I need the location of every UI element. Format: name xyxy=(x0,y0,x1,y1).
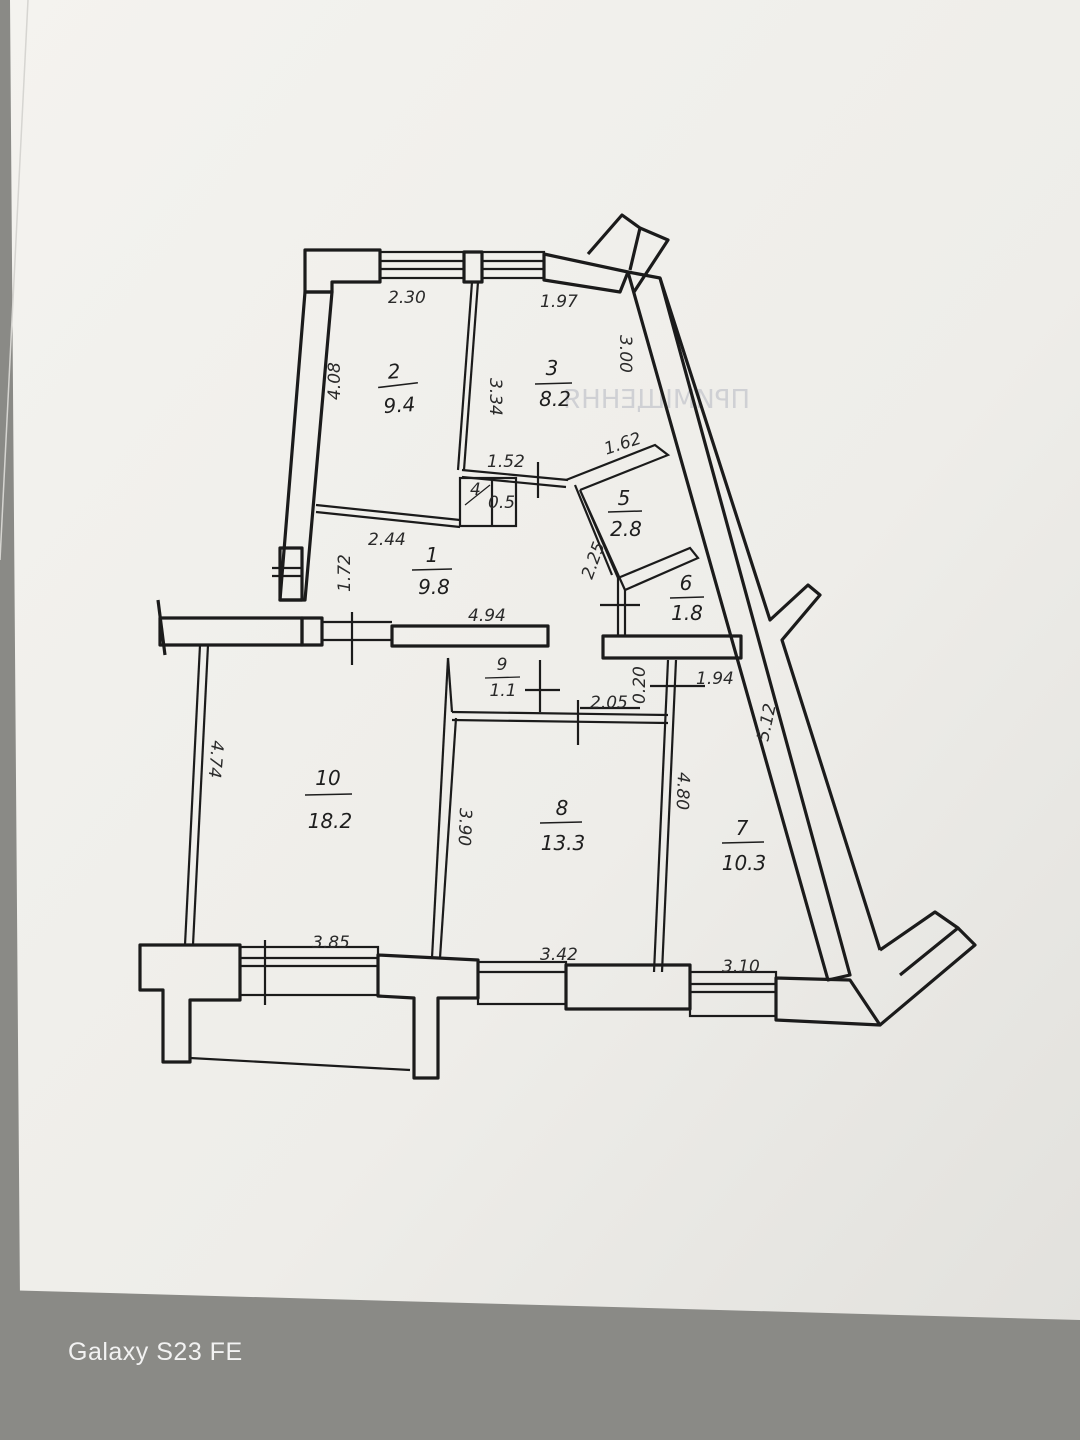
room-3-label: 3 8.2 xyxy=(534,356,573,411)
dim-room1-top: 2.44 xyxy=(368,530,406,550)
paper-fold-line xyxy=(0,0,29,561)
svg-text:4: 4 xyxy=(470,480,481,500)
camera-watermark: Galaxy S23 FE xyxy=(68,1338,243,1366)
floor-plan xyxy=(138,213,977,1080)
wall-room9-left xyxy=(446,657,454,713)
dim-room3-left: 3.34 xyxy=(485,378,505,416)
wall-left-pier xyxy=(278,546,304,602)
svg-text:1.8: 1.8 xyxy=(671,601,703,625)
svg-text:1.1: 1.1 xyxy=(489,681,516,701)
room-8-label: 8 13.3 xyxy=(539,796,586,855)
svg-text:18.2: 18.2 xyxy=(308,809,353,833)
balcony-line xyxy=(189,1056,411,1072)
dim-room3-right: 3.00 xyxy=(615,335,635,373)
svg-text:2.8: 2.8 xyxy=(610,517,642,541)
wall-left-upper xyxy=(278,290,334,602)
wall-right-corner xyxy=(879,910,960,977)
wall-stub-top xyxy=(586,213,642,271)
svg-text:10: 10 xyxy=(315,766,340,790)
svg-text:9.8: 9.8 xyxy=(418,575,450,599)
svg-text:10.3: 10.3 xyxy=(722,851,767,875)
wall-room3-bottom xyxy=(461,468,569,482)
wall-diagonal-outer xyxy=(658,277,882,951)
wall-mid-center xyxy=(390,624,550,648)
dim-room1-bottom: 4.94 xyxy=(468,606,506,626)
room-6-label: 6 1.8 xyxy=(669,571,705,625)
svg-text:1: 1 xyxy=(426,543,439,567)
dim-room2-width: 2.30 xyxy=(388,288,426,308)
svg-text:9.4: 9.4 xyxy=(383,392,416,418)
svg-text:13.3: 13.3 xyxy=(541,831,586,855)
dim-room10-width: 3.85 xyxy=(312,933,350,953)
dim-room7-width: 3.10 xyxy=(722,957,760,977)
svg-text:8: 8 xyxy=(556,796,569,820)
room-10-label: 10 18.2 xyxy=(304,766,353,833)
wall-top-right xyxy=(542,252,630,294)
dim-room3-width: 1.97 xyxy=(540,292,578,312)
wall-room2-bottom xyxy=(315,503,461,522)
wall-room2-room3 xyxy=(456,281,474,471)
room-2-label: 2 9.4 xyxy=(378,359,418,418)
svg-text:2: 2 xyxy=(387,359,401,384)
room-5-label: 5 2.8 xyxy=(607,486,643,541)
room-1-label: 1 9.8 xyxy=(411,543,453,599)
dim-room3-bottom: 1.52 xyxy=(487,452,525,472)
svg-text:3: 3 xyxy=(546,356,559,380)
wall-room10-room8 xyxy=(430,657,450,959)
svg-text:8.2: 8.2 xyxy=(539,387,571,411)
room-labels: 2 9.4 3 8.2 4 0.5 5 2.8 6 1.8 1 9.8 xyxy=(304,356,767,875)
wall-left-stub-end xyxy=(156,599,167,656)
dim-room9-width: 2.05 xyxy=(590,693,628,713)
dim-room7-left: 4.80 xyxy=(672,772,693,811)
svg-text:5: 5 xyxy=(618,486,631,510)
wall-diagonal-right xyxy=(626,270,852,982)
wall-room5 xyxy=(565,443,671,492)
wall-room9-bottom xyxy=(451,710,669,717)
svg-text:0.5: 0.5 xyxy=(488,493,515,513)
dim-room2-height: 4.08 xyxy=(325,362,345,400)
room-4-label: 4 0.5 xyxy=(464,480,515,513)
wall-mid-left xyxy=(300,616,324,647)
room-7-label: 7 10.3 xyxy=(722,816,767,875)
wall-right-end xyxy=(878,926,977,1027)
wall-bottom-right xyxy=(774,976,882,1027)
svg-text:7: 7 xyxy=(736,816,749,840)
wall-room8-room7 xyxy=(652,659,670,973)
dim-room8-height: 3.90 xyxy=(454,808,475,847)
show-through-text: ПРИМІЩЕННЯ xyxy=(563,385,750,415)
dim-room1-side: 1.72 xyxy=(335,554,355,592)
room4-outline xyxy=(458,476,518,528)
room-9-label: 9 1.1 xyxy=(484,655,521,701)
dim-room10-height: 4.74 xyxy=(204,740,227,779)
wall-room10-left xyxy=(183,644,202,946)
dim-room7-top: 1.94 xyxy=(696,669,734,689)
dim-room9-side: 0.20 xyxy=(630,666,650,704)
svg-text:6: 6 xyxy=(680,571,693,595)
svg-text:9: 9 xyxy=(497,655,508,675)
paper-shadow-edge xyxy=(0,1290,1080,1440)
dim-room8-width: 3.42 xyxy=(540,945,578,965)
wall-mid-right xyxy=(601,634,743,660)
